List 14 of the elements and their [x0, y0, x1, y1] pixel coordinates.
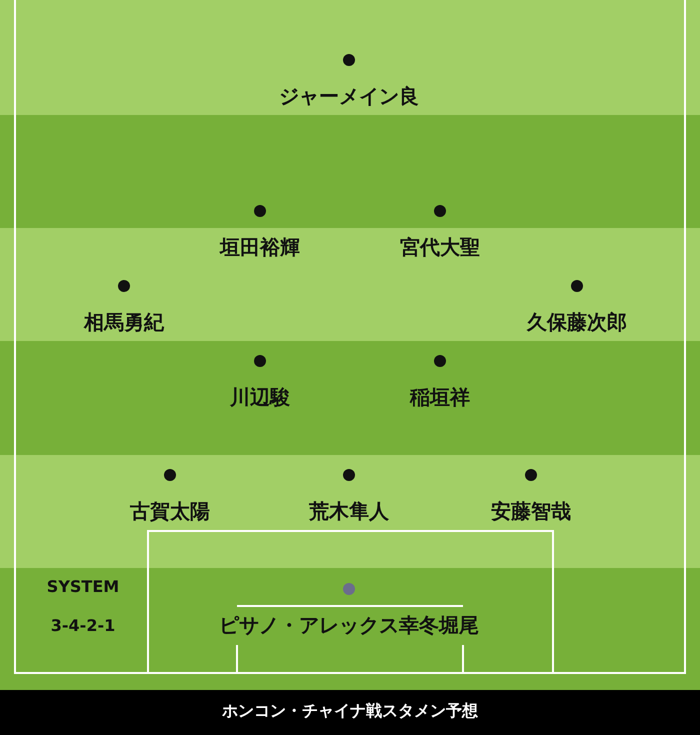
- player-name: 久保藤次郎: [527, 310, 627, 334]
- player-name: 古賀太陽: [130, 499, 210, 523]
- player-name: 安藤智哉: [491, 499, 571, 523]
- formation-label: 3-4-2-1: [50, 616, 116, 635]
- player-name: 稲垣祥: [410, 385, 470, 409]
- player-name: 宮代大聖: [400, 235, 480, 259]
- player-name: ジャーメイン良: [279, 84, 419, 108]
- player-name: 相馬勇紀: [84, 310, 164, 334]
- system-heading: SYSTEM: [46, 577, 120, 596]
- player-name: ピサノ・アレックス幸冬堀尾: [219, 613, 479, 637]
- player-name: 川辺駿: [230, 385, 290, 409]
- player-name: 垣田裕輝: [220, 235, 300, 259]
- caption: ホンコン・チャイナ戦スタメン予想: [221, 701, 479, 722]
- player-name: 荒木隼人: [309, 499, 389, 523]
